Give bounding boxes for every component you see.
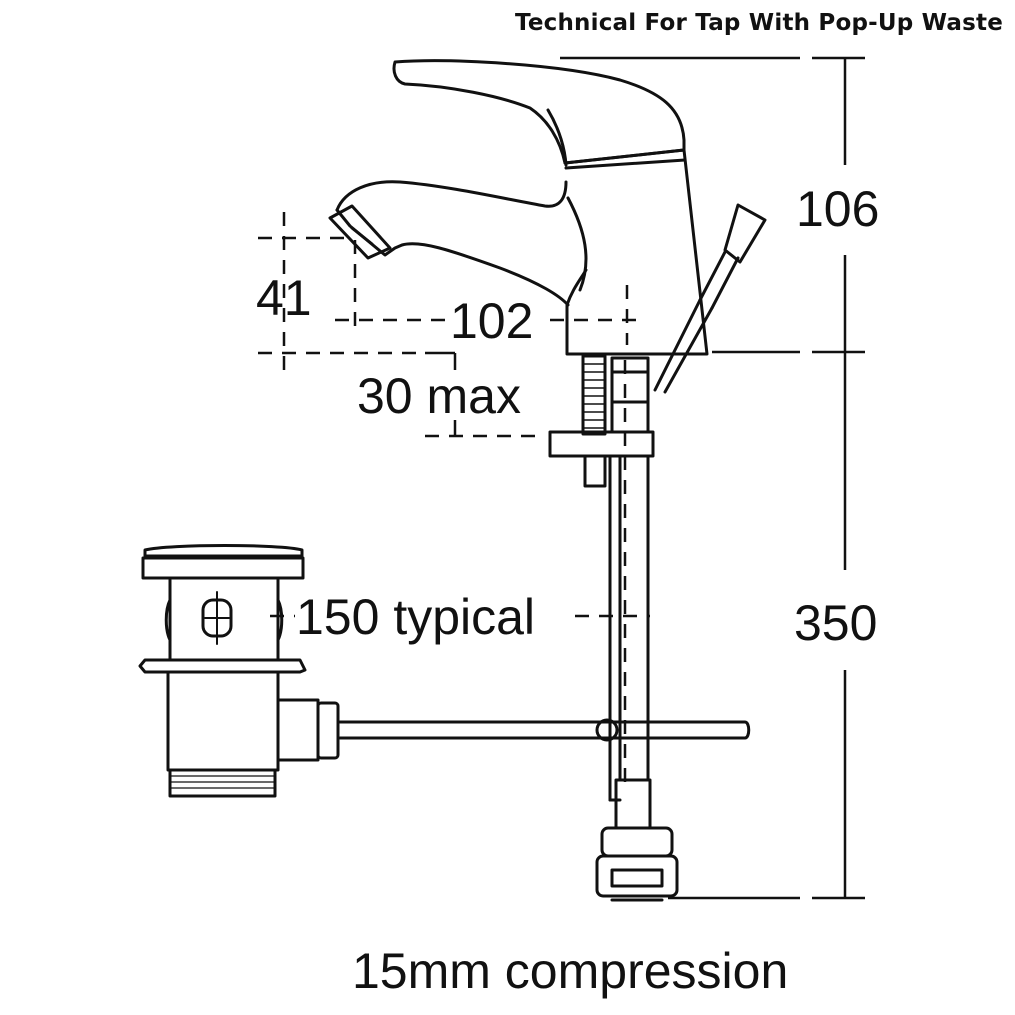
mounting-bracket [548,356,655,458]
popup-rod [338,718,751,742]
dim-350: 350 [794,595,877,651]
spout [328,180,588,307]
dim-41: 41 [256,270,312,326]
dashed-dimension-lines [258,212,650,790]
tail-pipe [595,454,679,902]
lever-handle [392,59,686,167]
popup-rod-knob [653,203,767,394]
dim-102: 102 [450,293,533,349]
diagram-title: Technical For Tap With Pop-Up Waste [515,10,1003,36]
dim-106: 106 [796,181,879,237]
popup-waste [138,544,340,798]
dimension-lines [560,56,865,900]
tap-body [563,148,709,356]
threaded-stud [581,354,607,488]
dim-30-max: 30 max [357,368,521,424]
connection-label: 15mm compression [352,943,788,999]
dimension-ticks [425,351,457,436]
dim-150-typical: 150 typical [296,589,535,645]
